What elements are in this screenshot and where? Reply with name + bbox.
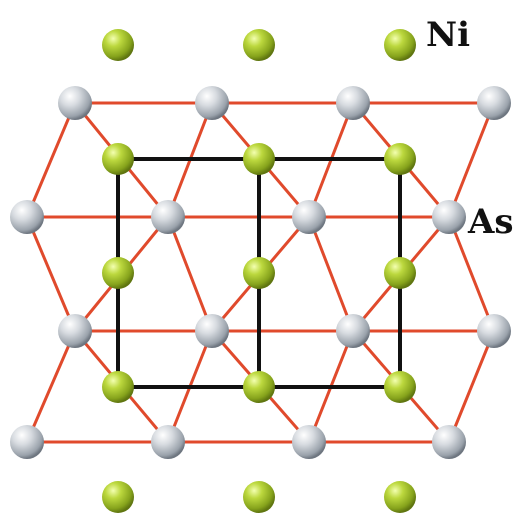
as-atom <box>477 314 511 348</box>
as-as-bond <box>25 101 77 219</box>
ni-atom <box>384 29 416 61</box>
as-as-bond <box>166 215 214 333</box>
as-atom-layer <box>10 86 511 459</box>
as-atom <box>336 86 370 120</box>
as-atom <box>432 425 466 459</box>
ni-atom <box>384 481 416 513</box>
ni-atom <box>243 143 275 175</box>
ni-atom <box>243 371 275 403</box>
as-atom <box>195 314 229 348</box>
as-as-bond <box>25 215 77 333</box>
as-atom <box>292 425 326 459</box>
ni-atom <box>243 257 275 289</box>
as-atom <box>151 200 185 234</box>
as-atom <box>58 314 92 348</box>
ni-atom <box>384 143 416 175</box>
ni-atom <box>102 143 134 175</box>
ni-atom <box>102 371 134 403</box>
as-atom <box>336 314 370 348</box>
ni-atom <box>102 257 134 289</box>
as-label: As <box>468 202 514 242</box>
ni-atom <box>384 257 416 289</box>
ni-atom <box>102 481 134 513</box>
as-atom <box>195 86 229 120</box>
ni-atom-layer <box>102 29 416 513</box>
as-atom <box>432 200 466 234</box>
as-atom <box>58 86 92 120</box>
as-atom <box>292 200 326 234</box>
as-as-bond <box>307 215 355 333</box>
as-as-bond <box>447 101 496 219</box>
as-atom <box>10 200 44 234</box>
as-as-bond <box>447 215 496 333</box>
as-as-bond <box>447 329 496 444</box>
ni-atom <box>243 481 275 513</box>
as-atom <box>10 425 44 459</box>
as-atom <box>151 425 185 459</box>
as-atom <box>477 86 511 120</box>
ni-label: Ni <box>426 15 470 55</box>
as-as-bond <box>25 329 77 444</box>
ni-atom <box>243 29 275 61</box>
ni-atom <box>102 29 134 61</box>
ni-atom <box>384 371 416 403</box>
